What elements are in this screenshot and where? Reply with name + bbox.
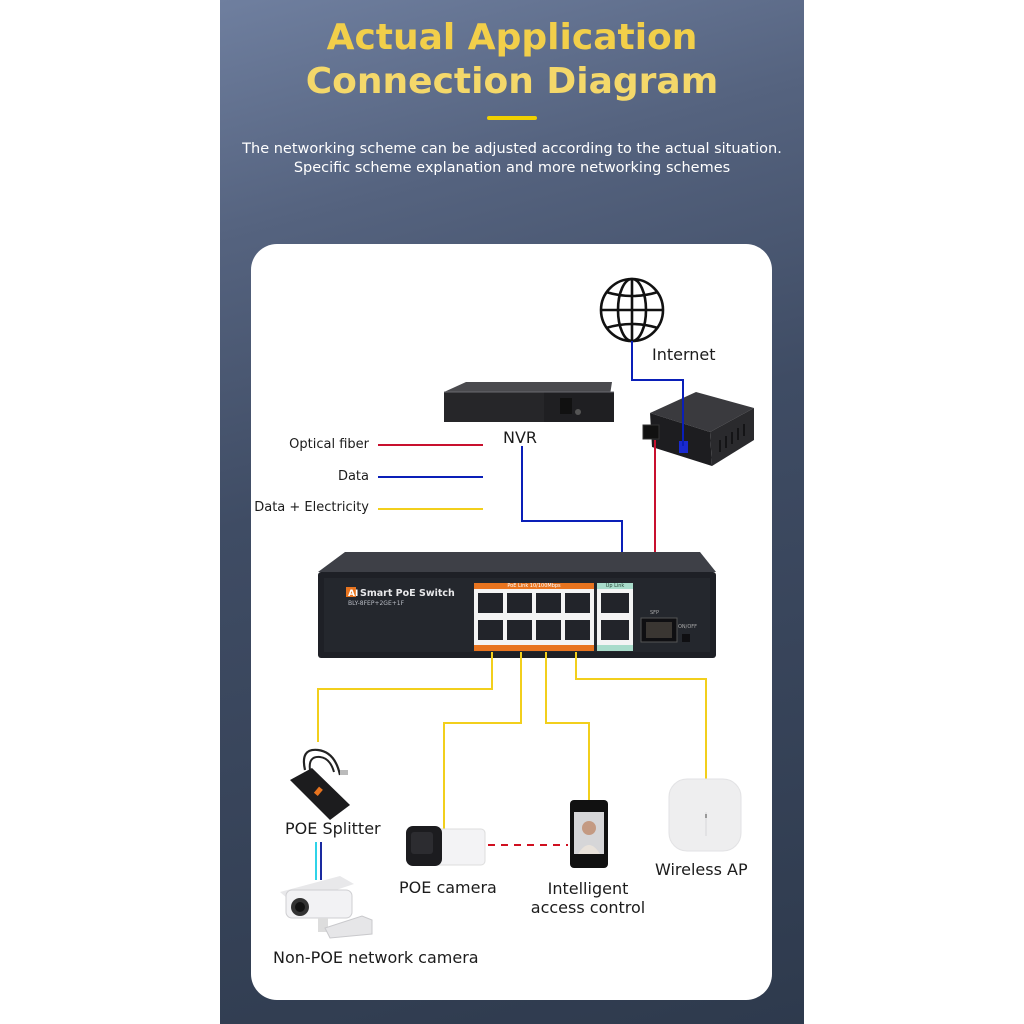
poe-splitter-label: POE Splitter bbox=[285, 819, 381, 838]
access-control-label: Intelligent access control bbox=[520, 879, 656, 917]
title-line-1: Actual Application bbox=[326, 17, 698, 58]
on-off-label: ON/OFF bbox=[678, 624, 698, 630]
non-poe-camera-label: Non-POE network camera bbox=[273, 948, 479, 967]
internet-label: Internet bbox=[652, 345, 716, 364]
wireless-ap-label: Wireless AP bbox=[655, 860, 748, 879]
access-control-label-line-1: Intelligent bbox=[547, 879, 629, 898]
poe-camera-label: POE camera bbox=[399, 878, 497, 897]
legend-label-fiber: Optical fiber bbox=[289, 437, 369, 452]
switch-model: BLY-8FEP+2GE+1F bbox=[348, 600, 405, 607]
legend-label-data: Data bbox=[337, 469, 369, 484]
title-underline bbox=[487, 116, 537, 120]
switch-ai-badge: AI bbox=[348, 589, 359, 599]
uplink-strip-label: Up Link bbox=[605, 583, 625, 589]
subtitle: The networking scheme can be adjusted ac… bbox=[220, 140, 804, 178]
poe-link-strip-label: PoE Link 10/100Mbps bbox=[507, 583, 561, 589]
title-line-2: Connection Diagram bbox=[305, 61, 719, 102]
access-control-label-line-2: access control bbox=[530, 898, 646, 917]
page-title: Actual Application Connection Diagram bbox=[220, 16, 804, 104]
subtitle-line-2: Specific scheme explanation and more net… bbox=[293, 160, 731, 176]
sfp-label: SFP bbox=[650, 610, 660, 616]
nvr-label: NVR bbox=[503, 428, 538, 447]
switch-name: Smart PoE Switch bbox=[360, 588, 455, 599]
legend-label-poe: Data + Electricity bbox=[254, 500, 369, 515]
subtitle-line-1: The networking scheme can be adjusted ac… bbox=[242, 141, 782, 157]
